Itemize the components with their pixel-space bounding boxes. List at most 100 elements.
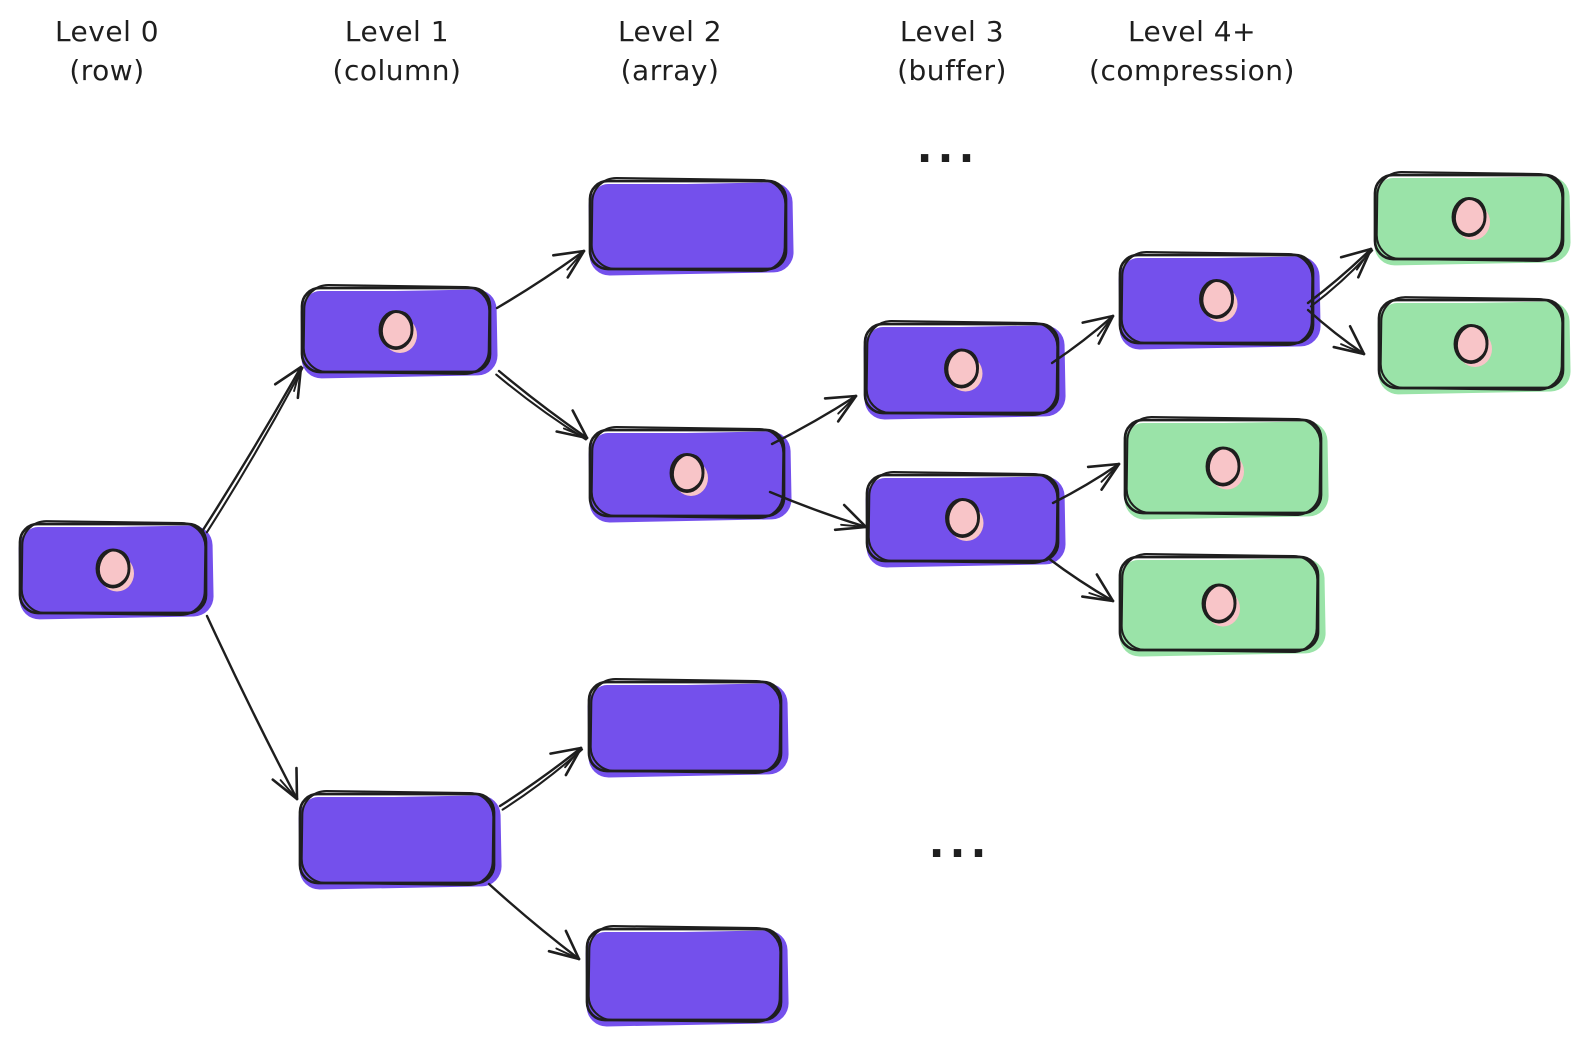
record-dot xyxy=(1199,279,1234,319)
edge-line xyxy=(487,882,581,961)
node-level0-row xyxy=(18,520,214,620)
arrowhead-stroke xyxy=(1088,592,1114,602)
arrowhead-stroke xyxy=(823,394,858,400)
ellipsis-top: ... xyxy=(916,123,980,173)
node-border-sketch xyxy=(590,426,785,520)
column-header-level-1: Level 1 (column) xyxy=(333,12,462,90)
record-dot-sketch xyxy=(947,498,980,537)
header-title: Level 4+ xyxy=(1127,15,1257,48)
arrowhead-stroke xyxy=(1086,462,1121,469)
header-subtitle: (buffer) xyxy=(897,54,1007,87)
arrowhead-stroke xyxy=(566,250,585,271)
record-dot-sketch xyxy=(672,453,705,492)
edge-line xyxy=(201,365,303,532)
edge-line xyxy=(1051,462,1121,505)
edge-level0-row--level1-column-top xyxy=(201,365,304,534)
node-border-sketch xyxy=(1379,296,1564,391)
node-level3-buffer-1 xyxy=(863,320,1066,420)
arrowhead-stroke xyxy=(1100,463,1120,483)
node-border-sketch xyxy=(300,790,495,887)
header-subtitle: (row) xyxy=(69,54,145,87)
node-level4-comp-green-3 xyxy=(1123,415,1329,520)
column-header-level-0: Level 0 (row) xyxy=(55,12,159,90)
node-border-sketch xyxy=(1125,415,1322,517)
node-border-sketch xyxy=(1375,171,1564,262)
edge-level1-column-bottom--level2-array-3 xyxy=(498,746,584,811)
arrowhead-stroke xyxy=(571,409,589,440)
arrowhead-stroke xyxy=(564,747,582,769)
node-fill xyxy=(592,685,778,768)
arrowhead-stroke xyxy=(273,365,303,386)
arrowhead-stroke xyxy=(1340,343,1365,355)
arrowhead-stroke xyxy=(552,249,586,257)
node-level1-column-bottom xyxy=(298,790,502,890)
column-header-level-4: Level 4+ (compression) xyxy=(1089,12,1295,90)
ellipsis-bottom: ... xyxy=(928,818,992,868)
arrowhead-stroke xyxy=(1339,247,1373,259)
edge-line xyxy=(1306,247,1373,305)
arrowhead-stroke xyxy=(1096,315,1114,337)
edge-level0-row--level1-column-bottom xyxy=(205,614,299,801)
arrowhead-stroke xyxy=(279,779,298,800)
edge-line xyxy=(205,366,304,534)
record-dot-sketch xyxy=(98,549,131,587)
arrowhead-stroke xyxy=(555,947,580,960)
arrowhead-stroke xyxy=(1095,573,1115,603)
edge-level3-buffer-2--level4-comp-green-3 xyxy=(1051,462,1121,505)
node-level2-array-4 xyxy=(585,925,789,1027)
record-dot-sketch xyxy=(381,310,414,349)
edge-level2-array-2--level3-buffer-2 xyxy=(768,490,868,532)
node-fill xyxy=(590,932,778,1017)
edge-level4-comp-purple--level4-comp-green-1 xyxy=(1306,247,1374,308)
record-dot xyxy=(945,498,980,538)
header-title: Level 1 xyxy=(344,15,450,48)
node-level2-array-2 xyxy=(588,426,792,523)
arrowhead-stroke xyxy=(840,523,867,528)
edge-line xyxy=(1309,249,1374,308)
node-fill xyxy=(593,184,783,266)
node-level4-comp-green-4 xyxy=(1118,552,1326,657)
arrowhead-stroke xyxy=(295,766,299,801)
header-subtitle: (compression) xyxy=(1089,54,1295,87)
arrowhead-stroke xyxy=(293,366,302,392)
header-title: Level 0 xyxy=(54,15,160,48)
node-border-sketch xyxy=(867,471,1059,564)
edge-level3-buffer-1--level4-comp-purple xyxy=(1050,314,1115,365)
record-dot xyxy=(378,310,414,350)
record-dot-sketch xyxy=(946,349,979,387)
arrowhead-stroke xyxy=(1355,248,1372,271)
column-header-level-2: Level 2 (array) xyxy=(618,12,722,90)
edge-level1-column-bottom--level2-array-4 xyxy=(487,882,581,961)
arrowhead-stroke xyxy=(1081,314,1115,324)
edge-line xyxy=(1046,556,1115,603)
arrowhead-stroke xyxy=(842,503,868,529)
arrowhead-stroke xyxy=(837,395,857,415)
record-dot xyxy=(1205,446,1241,487)
header-subtitle: (array) xyxy=(620,54,720,87)
record-dot xyxy=(1451,197,1487,237)
node-border-sketch xyxy=(1120,552,1319,654)
edge-line xyxy=(1306,308,1366,356)
node-level3-buffer-2 xyxy=(865,471,1066,568)
edge-line xyxy=(498,746,583,808)
edge-line xyxy=(768,490,868,529)
record-dot xyxy=(944,348,979,389)
record-dot xyxy=(95,548,131,589)
header-title: Level 2 xyxy=(617,15,723,48)
record-dot xyxy=(669,453,705,493)
header-title: Level 3 xyxy=(899,15,1005,48)
node-border-sketch xyxy=(589,678,782,774)
node-level4-comp-purple xyxy=(1118,251,1321,350)
arrowhead-stroke xyxy=(549,746,583,755)
edge-line xyxy=(501,748,584,811)
record-dot xyxy=(1201,583,1237,624)
node-level1-column-top xyxy=(300,284,498,379)
edge-level3-buffer-2--level4-comp-green-4 xyxy=(1046,556,1115,603)
record-dot-sketch xyxy=(1454,197,1487,236)
arrowhead-stroke xyxy=(562,427,588,439)
node-border-sketch xyxy=(302,284,491,375)
node-level4-comp-green-1 xyxy=(1373,171,1571,266)
record-dot xyxy=(1453,324,1489,364)
node-level2-array-1 xyxy=(588,176,794,276)
node-border-sketch xyxy=(587,925,782,1024)
